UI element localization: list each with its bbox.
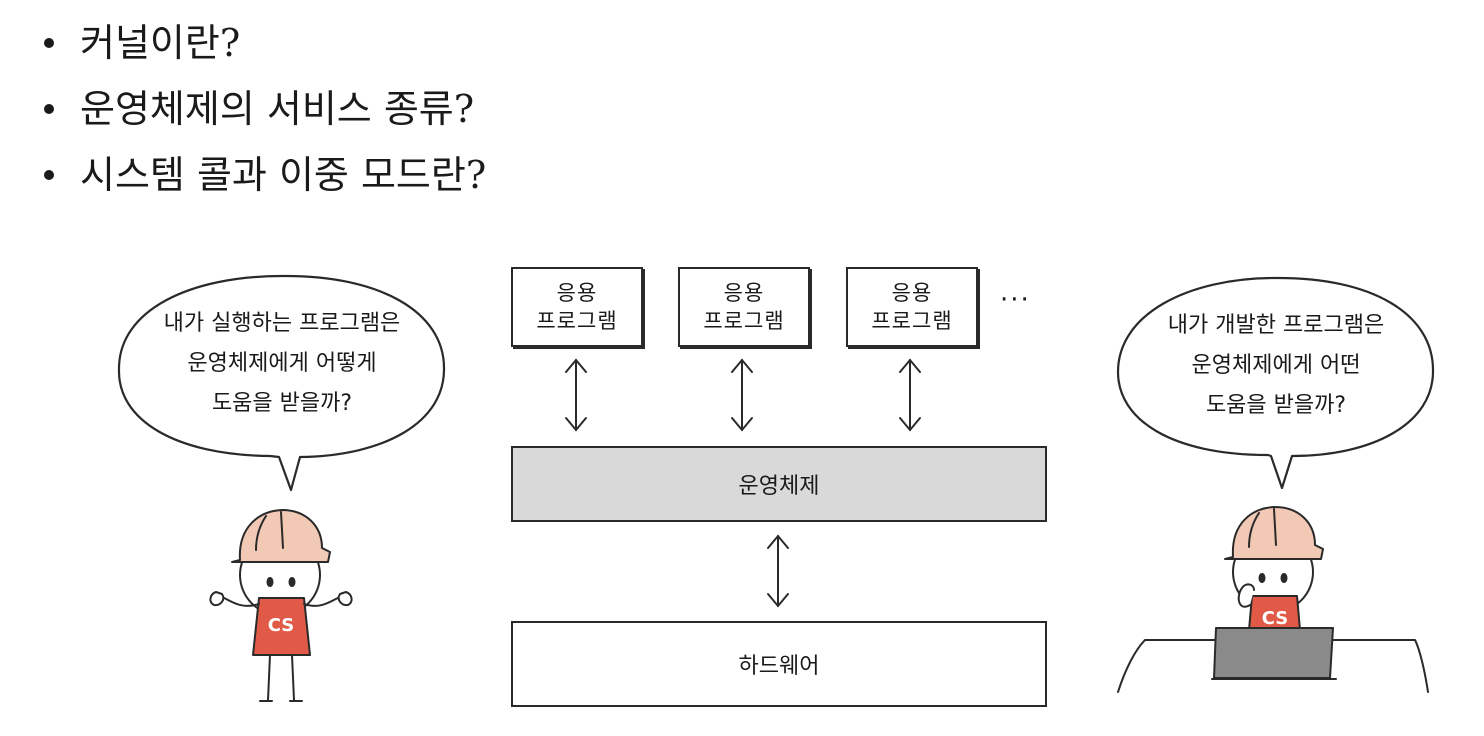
bubble-line: 내가 실행하는 프로그램은 bbox=[163, 311, 401, 336]
hardware-layer: 하드웨어 bbox=[511, 621, 1047, 707]
arrow-icon bbox=[899, 358, 921, 432]
shirt bbox=[252, 597, 311, 656]
os-label: 운영체제 bbox=[738, 474, 820, 499]
app-label-line2: 프로그램 bbox=[703, 309, 785, 333]
app-program-box-1: 응용 프로그램 bbox=[511, 267, 643, 347]
right-bubble-text: 내가 개발한 프로그램은 운영체제에게 어떤 도움을 받을까? bbox=[1118, 306, 1434, 426]
more-apps-ellipsis: ··· bbox=[1000, 285, 1031, 315]
arrow-icon bbox=[767, 534, 789, 608]
app-program-box-2: 응용 프로그램 bbox=[678, 267, 810, 347]
app-label-line1: 응용 bbox=[891, 281, 933, 305]
right-speech-bubble bbox=[1116, 276, 1435, 490]
app-label-line2: 프로그램 bbox=[871, 309, 953, 333]
bubble-line: 도움을 받을까? bbox=[211, 391, 353, 416]
bubble-line: 운영체제에게 어떻게 bbox=[187, 351, 377, 376]
bubble-line: 내가 개발한 프로그램은 bbox=[1167, 313, 1385, 338]
left-speech-bubble bbox=[117, 274, 446, 492]
app-os-arrows bbox=[565, 358, 921, 608]
os-layer: 운영체제 bbox=[511, 446, 1047, 522]
app-program-box-3: 응용 프로그램 bbox=[846, 267, 978, 347]
question-item: 운영체제의 서비스 종류? bbox=[40, 76, 486, 142]
question-list: 커널이란? 운영체제의 서비스 종류? 시스템 콜과 이중 모드란? bbox=[40, 10, 486, 208]
app-label-line1: 응용 bbox=[556, 281, 598, 305]
shirt-label-left: CS bbox=[268, 615, 295, 636]
question-text: 운영체제의 서비스 종류? bbox=[80, 87, 475, 131]
app-label-line2: 프로그램 bbox=[536, 309, 618, 333]
right-character bbox=[1117, 506, 1429, 693]
bubble-line: 운영체제에게 어떤 bbox=[1191, 353, 1361, 378]
question-text: 커널이란? bbox=[80, 21, 241, 65]
question-text: 시스템 콜과 이중 모드란? bbox=[80, 153, 487, 197]
arrow-icon bbox=[565, 358, 587, 432]
app-label-line1: 응용 bbox=[723, 281, 765, 305]
question-item: 시스템 콜과 이중 모드란? bbox=[40, 142, 486, 208]
laptop-icon bbox=[1213, 627, 1334, 679]
left-bubble-text: 내가 실행하는 프로그램은 운영체제에게 어떻게 도움을 받을까? bbox=[120, 304, 444, 424]
hardware-label: 하드웨어 bbox=[738, 654, 820, 679]
bubble-line: 도움을 받을까? bbox=[1205, 393, 1347, 418]
shirt-label-right: CS bbox=[1262, 608, 1289, 629]
arrow-icon bbox=[731, 358, 753, 432]
left-character bbox=[209, 509, 353, 702]
question-item: 커널이란? bbox=[40, 10, 486, 76]
